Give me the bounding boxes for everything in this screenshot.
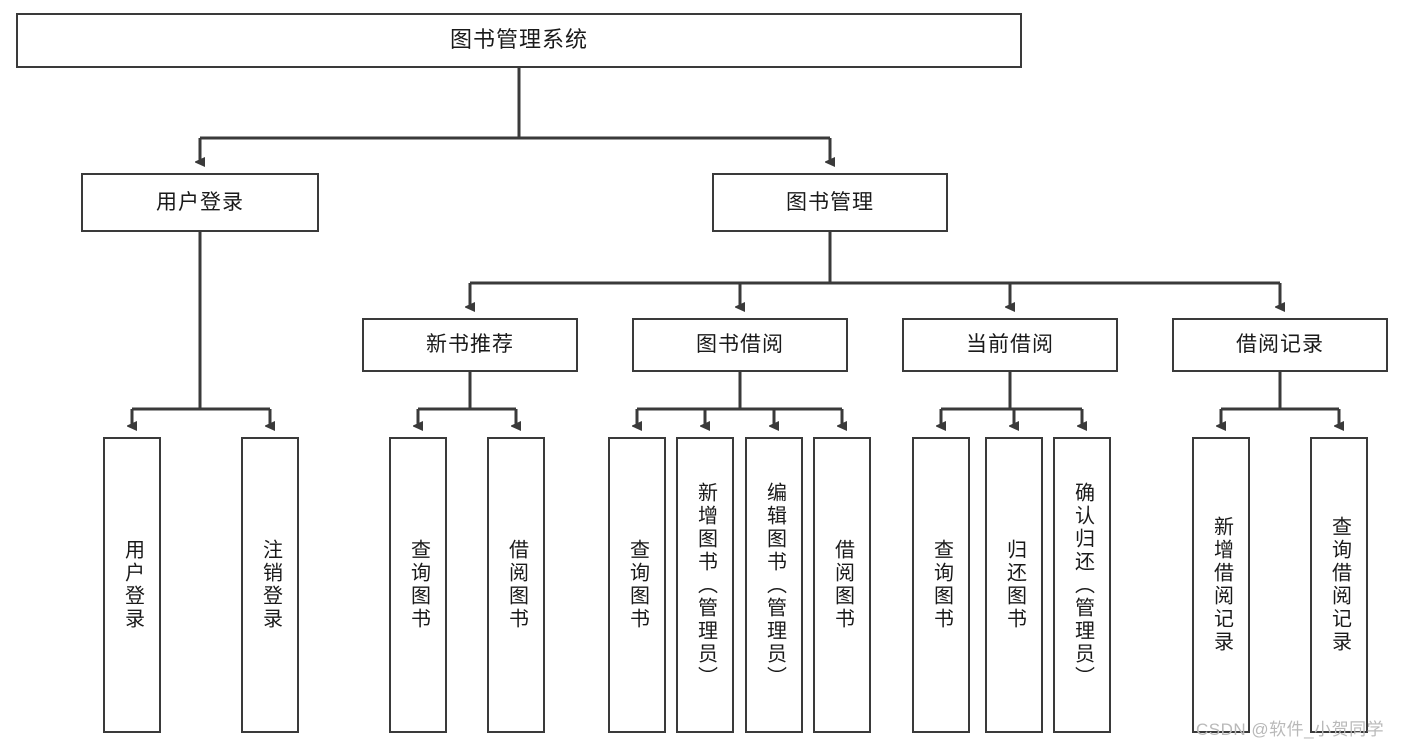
node-new-book-recommend[interactable]: 新书推荐	[362, 318, 578, 372]
node-label: 用户登录	[156, 190, 244, 214]
node-label: 新增图书（管理员）	[694, 481, 717, 689]
node-label: 编辑图书（管理员）	[763, 481, 786, 689]
node-label: 查询借阅记录	[1328, 516, 1351, 654]
node-leaf-query-book-current[interactable]: 查询图书	[912, 437, 970, 733]
node-current-borrow[interactable]: 当前借阅	[902, 318, 1118, 372]
node-leaf-user-login[interactable]: 用户登录	[103, 437, 161, 733]
node-label: 查询图书	[626, 539, 649, 631]
node-leaf-edit-book[interactable]: 编辑图书（管理员）	[745, 437, 803, 733]
node-leaf-user-logout[interactable]: 注销登录	[241, 437, 299, 733]
node-label: 图书借阅	[696, 333, 784, 357]
node-label: 图书管理系统	[449, 27, 588, 53]
node-label: 注销登录	[259, 539, 282, 631]
node-label: 确认归还（管理员）	[1071, 481, 1094, 689]
node-leaf-add-borrow-record[interactable]: 新增借阅记录	[1192, 437, 1250, 733]
node-leaf-borrow-book-recommend[interactable]: 借阅图书	[487, 437, 545, 733]
node-book-borrow[interactable]: 图书借阅	[632, 318, 848, 372]
node-leaf-query-book-borrow[interactable]: 查询图书	[608, 437, 666, 733]
node-label: 图书管理	[786, 190, 874, 214]
node-leaf-add-book[interactable]: 新增图书（管理员）	[676, 437, 734, 733]
node-label: 新书推荐	[426, 333, 514, 357]
node-leaf-return-book[interactable]: 归还图书	[985, 437, 1043, 733]
node-label: 用户登录	[121, 539, 144, 631]
node-root[interactable]: 图书管理系统	[16, 13, 1022, 68]
watermark: CSDN @软件_小贺同学	[1196, 720, 1385, 739]
node-label: 借阅图书	[505, 539, 528, 631]
node-label: 归还图书	[1003, 539, 1026, 631]
node-label: 当前借阅	[966, 333, 1054, 357]
node-label: 借阅记录	[1236, 333, 1324, 357]
node-leaf-confirm-return[interactable]: 确认归还（管理员）	[1053, 437, 1111, 733]
node-leaf-query-borrow-record[interactable]: 查询借阅记录	[1310, 437, 1368, 733]
node-label: 查询图书	[407, 539, 430, 631]
node-leaf-borrow-book[interactable]: 借阅图书	[813, 437, 871, 733]
node-user-login[interactable]: 用户登录	[81, 173, 319, 232]
node-label: 新增借阅记录	[1210, 516, 1233, 654]
node-leaf-query-book-recommend[interactable]: 查询图书	[389, 437, 447, 733]
node-book-manage[interactable]: 图书管理	[712, 173, 948, 232]
node-borrow-record[interactable]: 借阅记录	[1172, 318, 1388, 372]
node-label: 借阅图书	[831, 539, 854, 631]
node-label: 查询图书	[930, 539, 953, 631]
